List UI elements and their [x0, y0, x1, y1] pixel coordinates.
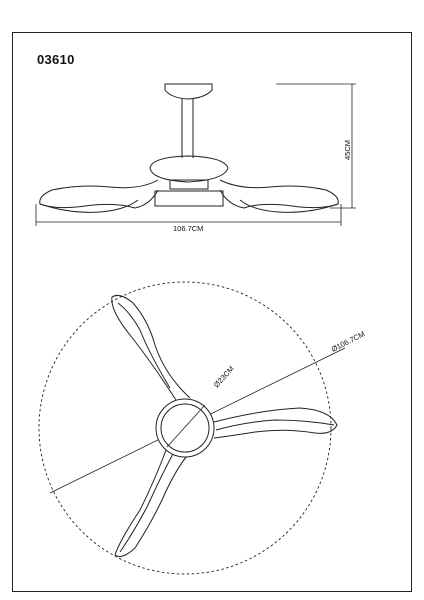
blade-lower-edge — [119, 449, 176, 553]
side-view — [39, 83, 339, 213]
hub-diameter-line — [166, 404, 206, 448]
right-blade — [219, 179, 339, 209]
model-number: 03610 — [37, 52, 75, 67]
left-blade — [39, 179, 159, 209]
ceiling-canopy — [164, 83, 213, 100]
blade-right-edge — [215, 419, 335, 431]
blade-right — [213, 407, 338, 439]
top-view — [38, 281, 346, 575]
left-blade-edge — [39, 199, 139, 213]
blade-sweep-circle — [38, 281, 332, 575]
diameter-label: Ø106.7CM — [330, 329, 366, 353]
width-label: 106.7CM — [173, 224, 203, 233]
right-blade-edge — [239, 199, 339, 213]
light-diffuser — [154, 190, 224, 207]
side-dimensions — [35, 83, 356, 226]
blade-lower — [114, 444, 191, 557]
motor-hub-inner — [160, 403, 210, 453]
drawing-frame — [12, 32, 412, 592]
light-kit — [169, 179, 209, 190]
blade-upper-edge — [117, 302, 171, 389]
hub-diameter-label: Ø23CM — [212, 364, 236, 389]
blade-upper — [111, 295, 191, 401]
motor-housing — [149, 155, 229, 183]
height-label: 45CM — [343, 140, 352, 160]
motor-hub-outer — [155, 398, 215, 458]
